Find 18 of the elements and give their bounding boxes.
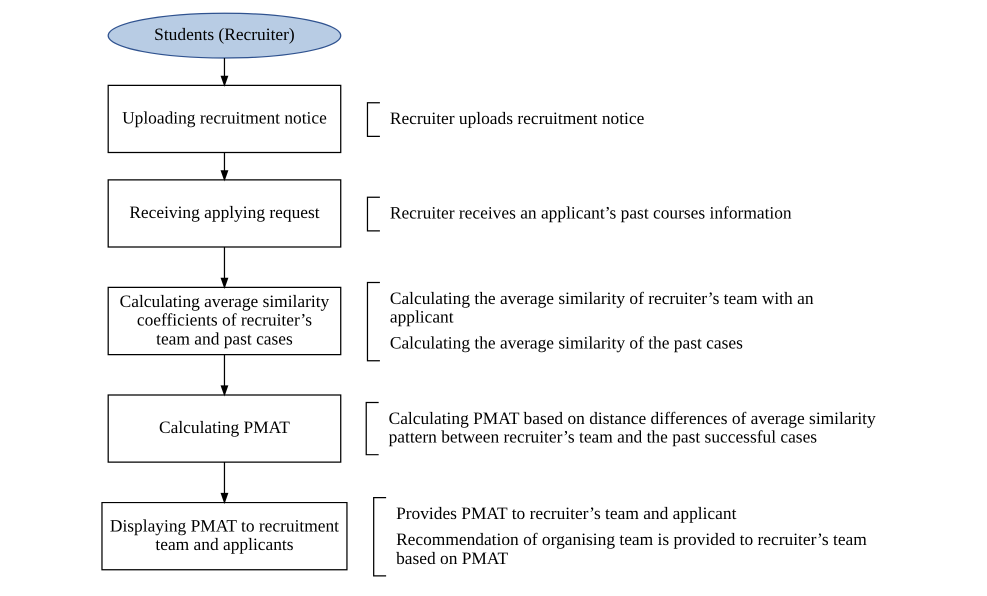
node-label: Calculating PMAT based on distance differences of average similarity pattern between recruiter’s team and the past successful cases: [388, 408, 876, 446]
arrow: [220, 354, 228, 397]
node-box: Calculating PMAT: [107, 394, 341, 463]
node-box: Displaying PMAT to recruitment team and applicants: [100, 502, 348, 570]
node-box: Uploading recruitment notice: [107, 84, 341, 154]
node-label: Calculating the average similarity of the past cases: [389, 332, 742, 353]
node-label: Provides PMAT to recruiter’s team and applicant: [396, 502, 736, 523]
node-ellipse: Students (Recruiter): [107, 12, 341, 59]
node-box: Receiving applying request: [107, 179, 341, 248]
arrow: [220, 58, 228, 87]
node-label: Recruiter uploads recruitment notice: [389, 108, 644, 128]
arrow: [220, 152, 228, 182]
node-label: Calculating the average similarity of recruiter’s team with an applicant: [389, 288, 814, 326]
node-label: Recommendation of organising team is provided to recruiter’s team based on PMAT: [396, 529, 866, 568]
arrow: [220, 462, 228, 504]
node-box: Calculating average similarity coefficients of recruiter’s team and past cases: [107, 286, 341, 356]
arrow: [220, 247, 228, 289]
node-label: Recruiter receives an applicant’s past courses information: [389, 202, 792, 223]
